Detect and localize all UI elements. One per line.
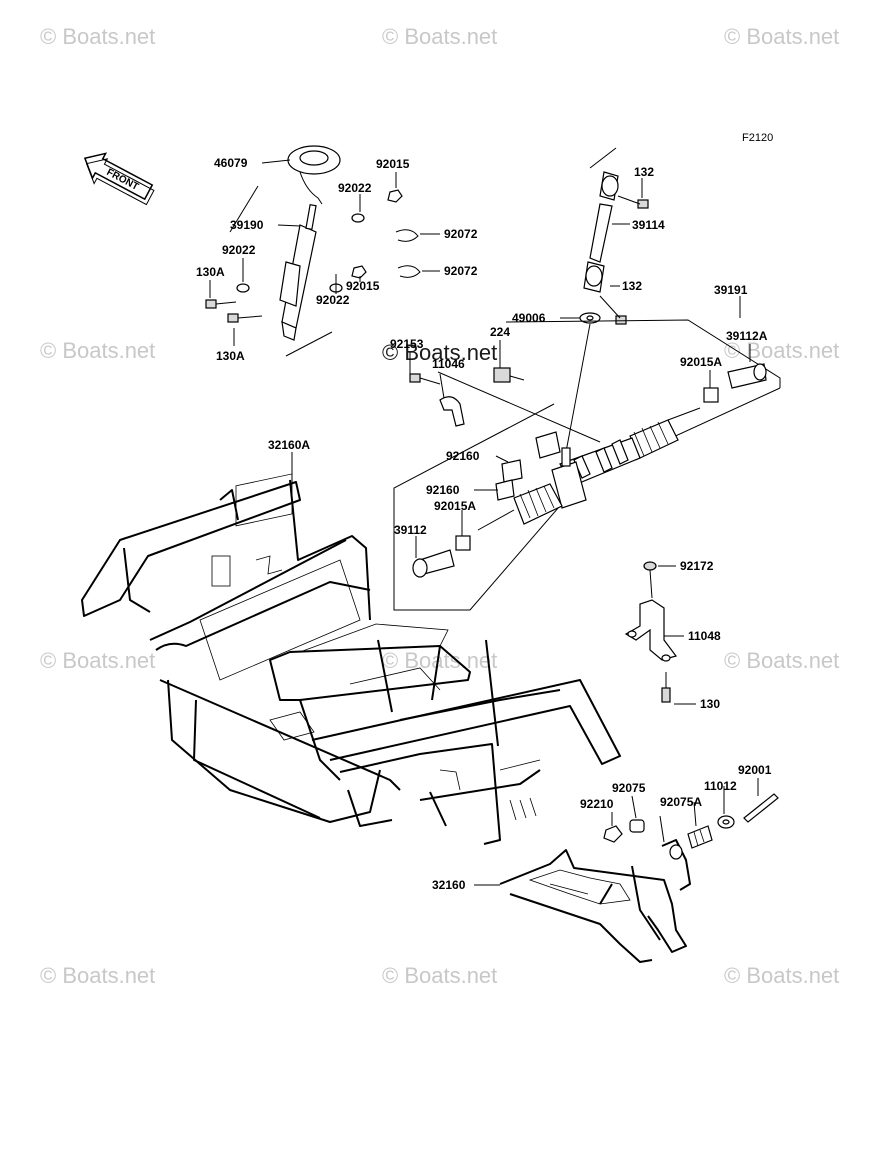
watermark: © Boats.net (724, 648, 839, 673)
part-label[interactable]: 92210 (580, 797, 614, 811)
steering-column-assembly (205, 145, 421, 357)
part-label[interactable]: 11046 (432, 357, 465, 371)
part-label[interactable]: 39191 (714, 283, 748, 297)
part-label[interactable]: 92072 (444, 227, 478, 241)
part-label[interactable]: 39112 (394, 523, 427, 537)
part-label[interactable]: 39190 (230, 218, 264, 232)
part-label[interactable]: 92001 (738, 763, 772, 777)
part-label[interactable]: 32160 (432, 878, 466, 892)
part-label[interactable]: 130A (196, 265, 225, 279)
leader-lines (209, 159, 759, 886)
part-label[interactable]: 92015 (346, 279, 380, 293)
watermark-layer: © Boats.net © Boats.net © Boats.net © Bo… (40, 24, 839, 988)
part-label[interactable]: 92075 (612, 781, 646, 795)
watermark-center: © Boats.net (382, 340, 497, 365)
part-label[interactable]: 49006 (512, 311, 546, 325)
part-label[interactable]: 92015A (680, 355, 722, 369)
part-label[interactable]: 92022 (316, 293, 350, 307)
part-label[interactable]: 11012 (704, 779, 737, 793)
watermark: © Boats.net (724, 24, 839, 49)
bracket-11048-assembly (624, 561, 678, 703)
steering-rack-assembly (393, 319, 781, 611)
part-label[interactable]: 92153 (390, 337, 424, 351)
intermediate-shaft-assembly (565, 147, 649, 453)
watermark: © Boats.net (724, 963, 839, 988)
part-labels: 46079 92015 92022 39190 92072 92022 130A… (196, 156, 772, 892)
lower-arm-assembly (499, 793, 779, 963)
figure-code: F2120 (742, 132, 773, 144)
part-label[interactable]: 39112A (726, 329, 768, 343)
watermark: © Boats.net (40, 963, 155, 988)
part-label[interactable]: 92015A (434, 499, 476, 513)
main-frame (81, 473, 621, 845)
part-label[interactable]: 92022 (338, 181, 372, 195)
part-label[interactable]: 132 (634, 165, 654, 179)
part-label[interactable]: 92015 (376, 157, 410, 171)
part-label[interactable]: 92072 (444, 264, 478, 278)
watermark: © Boats.net (382, 24, 497, 49)
part-label[interactable]: 11048 (688, 629, 721, 643)
watermark: © Boats.net (382, 963, 497, 988)
watermark: © Boats.net (40, 648, 155, 673)
watermark: © Boats.net (40, 24, 155, 49)
part-label[interactable]: 92022 (222, 243, 256, 257)
front-arrow-icon: FRONT (83, 152, 155, 206)
part-label[interactable]: 224 (490, 325, 510, 339)
watermark: © Boats.net (724, 338, 839, 363)
part-label[interactable]: 92075A (660, 795, 702, 809)
part-label[interactable]: 92160 (426, 483, 460, 497)
part-label[interactable]: 32160A (268, 438, 310, 452)
part-label[interactable]: 92172 (680, 559, 714, 573)
part-label[interactable]: 92160 (446, 449, 480, 463)
part-label[interactable]: 130A (216, 349, 245, 363)
part-label[interactable]: 46079 (214, 156, 248, 170)
part-label[interactable]: 39114 (632, 218, 665, 232)
part-label[interactable]: 130 (700, 697, 720, 711)
part-label[interactable]: 132 (622, 279, 642, 293)
watermark: © Boats.net (40, 338, 155, 363)
